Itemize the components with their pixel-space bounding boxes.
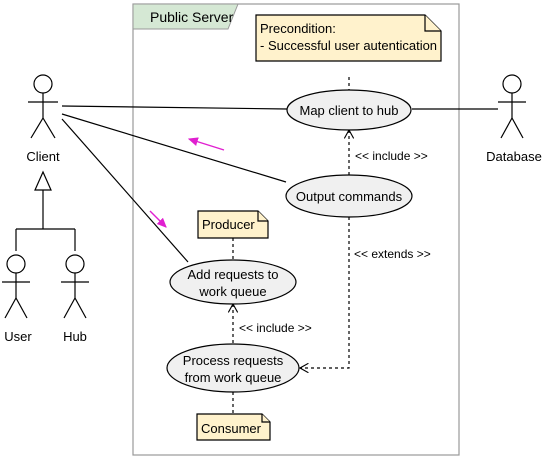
- usecase-process-line1: Process requests: [183, 353, 284, 368]
- client-map-line: [61, 105, 288, 110]
- include-bottom-label: << include >>: [239, 321, 312, 335]
- usecase-add-line1: Add requests to: [187, 267, 278, 282]
- client-add-line: [61, 118, 189, 263]
- usecase-process-line2: from work queue: [185, 370, 282, 385]
- actor-database: Database: [486, 74, 542, 164]
- producer-note: Producer: [197, 210, 269, 239]
- consumer-note: Consumer: [196, 413, 271, 441]
- usecase-add-line2: work queue: [198, 284, 266, 299]
- usecase-output-commands: Output commands: [285, 174, 413, 218]
- dependency-lines: [233, 77, 349, 414]
- precondition-note: Precondition: - Successful user autentic…: [255, 14, 442, 62]
- usecase-map-label: Map client to hub: [299, 103, 398, 118]
- actor-hub: Hub: [61, 254, 89, 344]
- precondition-detail: - Successful user autentication: [260, 38, 437, 53]
- boundary-title: Public Server: [150, 9, 234, 25]
- actor-client: Client: [26, 74, 60, 164]
- usecase-map-client: Map client to hub: [286, 89, 412, 131]
- usecase-output-label: Output commands: [296, 189, 403, 204]
- actor-user: User: [2, 254, 32, 344]
- precondition-title: Precondition:: [260, 21, 336, 36]
- outgoing-direction-arrow: [189, 139, 225, 151]
- incoming-direction-arrow: [149, 210, 166, 227]
- extends-arrow: [300, 217, 350, 368]
- generalization: [15, 170, 76, 251]
- include-top-label: << include >>: [355, 149, 428, 163]
- actor-database-label: Database: [486, 149, 542, 164]
- actor-client-label: Client: [26, 149, 60, 164]
- association-lines: [61, 105, 498, 263]
- usecase-add-requests: Add requests to work queue: [169, 259, 297, 305]
- consumer-label: Consumer: [201, 421, 262, 436]
- actor-user-label: User: [4, 329, 32, 344]
- producer-label: Producer: [202, 217, 255, 232]
- extends-label: << extends >>: [354, 247, 431, 261]
- client-output-line: [61, 113, 287, 183]
- public-server-boundary: Public Server: [132, 3, 460, 456]
- usecase-process-requests: Process requests from work queue: [166, 343, 300, 393]
- actor-hub-label: Hub: [63, 329, 87, 344]
